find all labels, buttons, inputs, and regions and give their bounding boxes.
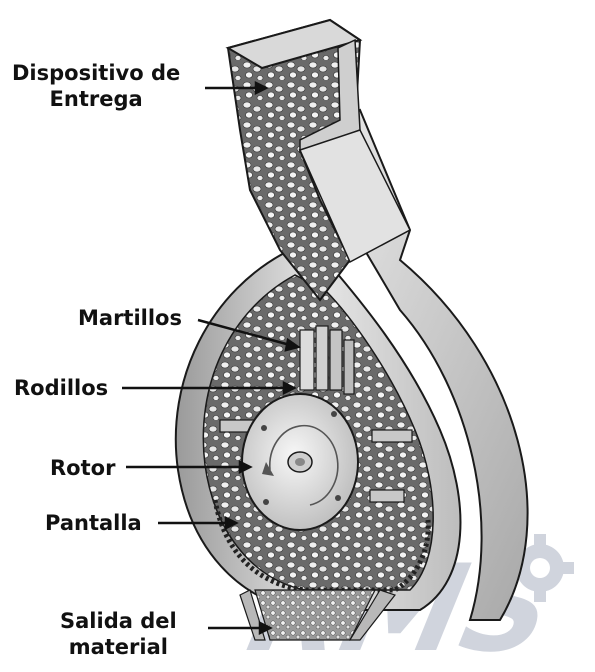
- label-rotor: Rotor: [50, 455, 115, 481]
- label-outlet-line2: material: [69, 635, 168, 659]
- label-rollers: Rodillos: [14, 375, 108, 401]
- rotor: [242, 394, 358, 530]
- label-screen: Pantalla: [45, 510, 142, 536]
- label-material-outlet: Salida del material: [60, 608, 177, 660]
- label-outlet-line1: Salida del: [60, 609, 177, 633]
- label-delivery-line2: Entrega: [50, 87, 143, 111]
- label-delivery-line1: Dispositivo de: [12, 61, 180, 85]
- label-delivery-device: Dispositivo de Entrega: [12, 60, 180, 112]
- label-hammers: Martillos: [78, 305, 182, 331]
